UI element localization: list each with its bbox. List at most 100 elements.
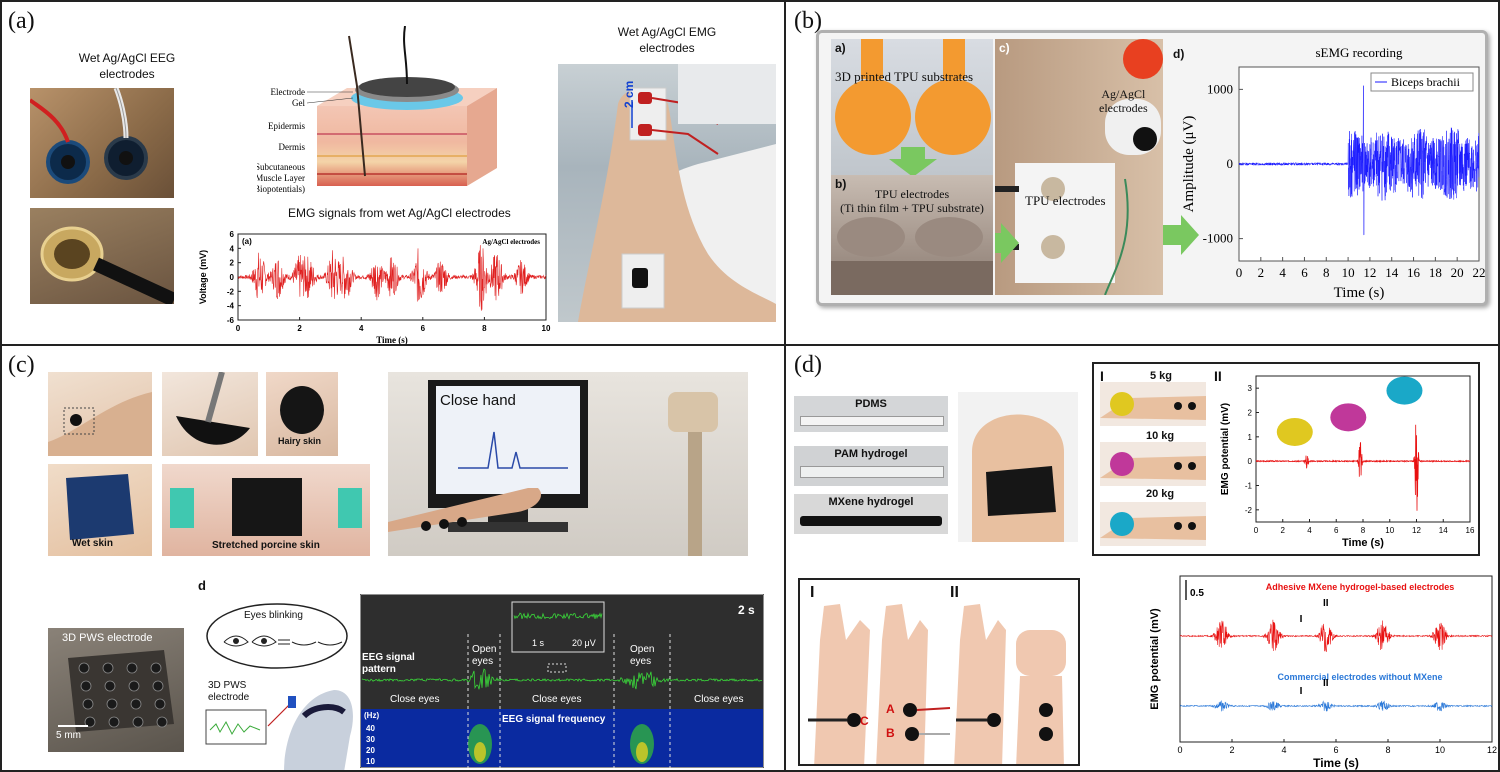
grip-electrode bbox=[1174, 462, 1182, 470]
y-tick-label: 4 bbox=[230, 244, 235, 253]
grip-electrode bbox=[1188, 402, 1196, 410]
grip-ball bbox=[1110, 392, 1134, 416]
finger-electrode-photo bbox=[958, 392, 1078, 542]
y-tick-label: -1000 bbox=[1203, 231, 1233, 246]
x-axis-label: Time (s) bbox=[1334, 285, 1385, 301]
y-tick-label: -1 bbox=[1245, 482, 1253, 491]
x-tick-label: 0 bbox=[1236, 265, 1243, 280]
tpu-electrodes-line1: TPU electrodes bbox=[874, 187, 950, 201]
y-axis-label: EMG potential (mV) bbox=[1220, 403, 1231, 495]
electrode-label-B: B bbox=[886, 726, 895, 740]
sub-label-a: a) bbox=[835, 41, 846, 55]
grip-roman-II: II bbox=[1214, 368, 1222, 384]
tpu-substrates-photo: a) 3D printed TPU substrates bbox=[831, 39, 993, 175]
porcine-skin-photo: Stretched porcine skin bbox=[162, 464, 370, 556]
pws-electrode-drawing bbox=[58, 650, 174, 732]
pws-pin bbox=[106, 698, 118, 710]
x-tick-label: 18 bbox=[1429, 265, 1442, 280]
plot-frame bbox=[1179, 575, 1493, 743]
arm-electrode-photo bbox=[48, 372, 152, 456]
x-tick-label: 6 bbox=[1301, 265, 1308, 280]
x-tick-label: 8 bbox=[1385, 745, 1390, 755]
eeg-inset-line bbox=[513, 612, 603, 620]
x-axis-label: Time (s) bbox=[1342, 537, 1384, 549]
weight-10kg: 10 kg bbox=[1146, 430, 1175, 442]
panel-a: (a) Wet Ag/AgCl EEG electrodes bbox=[0, 0, 786, 346]
pdms-strip-photo: PDMS bbox=[794, 396, 948, 432]
close-eyes-1: Close eyes bbox=[390, 694, 439, 705]
freq-tick: 10 bbox=[366, 757, 375, 766]
y-tick-label: 3 bbox=[1248, 384, 1253, 393]
y-tick-label: 0 bbox=[230, 273, 235, 282]
x-tick-label: 20 bbox=[1451, 265, 1464, 280]
pws-pin bbox=[152, 680, 164, 692]
skin-layer-diagram: Electrode Gel Epidermis Dermis Subcutane… bbox=[257, 26, 497, 194]
weight-5kg: 5 kg bbox=[1150, 370, 1173, 382]
freq-tick: 40 bbox=[366, 724, 375, 733]
pws-pin bbox=[78, 662, 90, 674]
y-tick-label: 1000 bbox=[1207, 81, 1233, 96]
x-tick-label: 6 bbox=[1333, 745, 1338, 755]
right-arrow-icon bbox=[995, 223, 1019, 263]
y-tick-label: -6 bbox=[227, 316, 235, 325]
sub-label-c: c) bbox=[999, 41, 1010, 55]
spectrogram-hot bbox=[474, 742, 486, 762]
weight-ball-marker bbox=[1276, 417, 1313, 446]
tpu-electrodes-c-text: TPU electrodes bbox=[1025, 193, 1106, 208]
y-tick-label: 2 bbox=[1248, 409, 1253, 418]
y-tick-label: -4 bbox=[227, 302, 235, 311]
panel-d-label: (d) bbox=[794, 352, 822, 378]
pws-pin bbox=[108, 716, 120, 728]
pws-pin bbox=[104, 680, 116, 692]
wrist-electrodes-drawing bbox=[808, 604, 1066, 764]
grip-electrode bbox=[1174, 402, 1182, 410]
x-tick-label: 0 bbox=[1177, 745, 1182, 755]
eeg-inset bbox=[511, 601, 605, 653]
x-tick-label: 10 bbox=[1435, 745, 1445, 755]
tpu-electrodes-line2: (Ti thin film + TPU substrate) bbox=[840, 201, 984, 215]
wrist-roman-II: II bbox=[950, 584, 959, 601]
porcine-skin-label: Stretched porcine skin bbox=[212, 540, 320, 551]
eyes-blinking-illustration bbox=[206, 603, 348, 669]
grip-emg-line bbox=[1255, 424, 1471, 511]
finger-electrode-drawing bbox=[972, 414, 1064, 542]
electrode-placement-drawing bbox=[995, 39, 1163, 295]
x-tick-label: 4 bbox=[359, 324, 364, 333]
x-tick-label: 10 bbox=[542, 324, 551, 333]
pws-head-line1: 3D PWS bbox=[208, 680, 247, 691]
y-tick-label: 0 bbox=[1227, 156, 1234, 171]
porcine-skin-drawing bbox=[170, 478, 362, 536]
eeg-pattern-2: pattern bbox=[362, 664, 396, 675]
open-eyes-1a: Open bbox=[472, 644, 496, 655]
y-tick-label: 2 bbox=[230, 259, 235, 268]
close-hand-demo-drawing bbox=[388, 380, 718, 556]
electrode-peeling-drawing bbox=[176, 372, 250, 445]
scale-bar-label: 0.5 bbox=[1190, 588, 1204, 599]
x-tick-label: 0 bbox=[236, 324, 241, 333]
x-tick-label: 16 bbox=[1407, 265, 1421, 280]
y-tick-label: 6 bbox=[230, 230, 235, 239]
wrist-electrodes-panel: I II A B C bbox=[798, 578, 1080, 766]
tpu-electrodes-text: TPU electrodes(Ti thin film + TPU substr… bbox=[831, 187, 993, 215]
pam-strip-photo: PAM hydrogel bbox=[794, 446, 948, 486]
grip-electrode bbox=[1174, 522, 1182, 530]
arm-electrode-drawing bbox=[48, 392, 152, 456]
inset-amp: 20 μV bbox=[572, 638, 596, 648]
eeg-pattern-1: EEG signal bbox=[362, 652, 415, 663]
legend-label: Biceps brachii bbox=[1391, 75, 1461, 89]
inset-source-box bbox=[547, 663, 567, 673]
y-tick-label: -2 bbox=[227, 287, 235, 296]
electrode-label-C: C bbox=[860, 714, 869, 728]
y-axis-label: Amplitude (μV) bbox=[1181, 116, 1197, 213]
weight-ball-marker bbox=[1330, 403, 1367, 432]
x-tick-label: 4 bbox=[1281, 745, 1286, 755]
scale-5mm: 5 mm bbox=[56, 730, 81, 741]
x-axis-label: Time (s) bbox=[1313, 756, 1359, 770]
y-tick-label: 0 bbox=[1248, 457, 1253, 466]
eeg-electrodes-title: Wet Ag/AgCl EEG electrodes bbox=[78, 51, 176, 81]
y-tick-label: 1 bbox=[1248, 433, 1253, 442]
